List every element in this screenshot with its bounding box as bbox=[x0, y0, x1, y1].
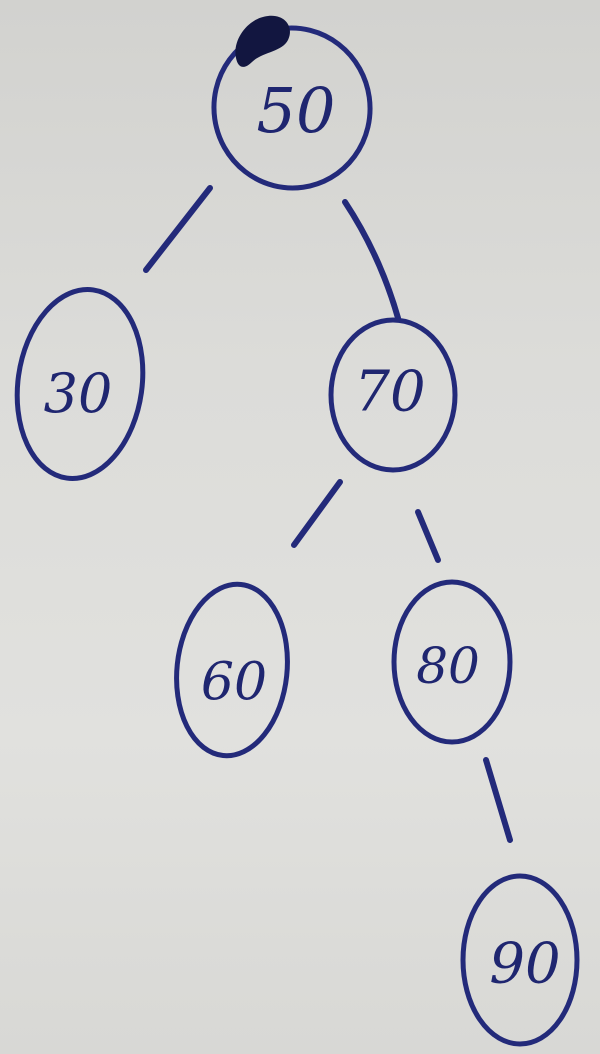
tree-node-90: 90 bbox=[460, 873, 580, 1047]
node-label-90: 90 bbox=[489, 932, 560, 997]
node-label-70: 70 bbox=[354, 360, 425, 425]
node-circle-60 bbox=[174, 581, 290, 759]
tree-node-30: 30 bbox=[14, 287, 146, 481]
edge-50-70 bbox=[342, 199, 401, 321]
tree-edges bbox=[143, 185, 513, 843]
node-circle-80 bbox=[391, 579, 513, 745]
node-label-30: 30 bbox=[44, 362, 113, 425]
node-circle-70 bbox=[328, 317, 458, 473]
node-circle-30 bbox=[14, 287, 146, 481]
node-circle-90 bbox=[460, 873, 580, 1047]
node-label-80: 80 bbox=[416, 637, 480, 695]
edge-70-80 bbox=[415, 509, 441, 563]
ink-blot bbox=[235, 15, 290, 67]
tree-node-80: 80 bbox=[391, 579, 513, 745]
tree-node-50: 50 bbox=[211, 15, 373, 191]
edge-50-30 bbox=[143, 185, 213, 273]
edge-70-60 bbox=[291, 479, 343, 548]
node-label-60: 60 bbox=[201, 653, 267, 713]
tree-node-60: 60 bbox=[174, 581, 290, 759]
edge-80-90 bbox=[483, 757, 513, 843]
tree-node-70: 70 bbox=[328, 317, 458, 473]
node-label-50: 50 bbox=[257, 74, 336, 147]
